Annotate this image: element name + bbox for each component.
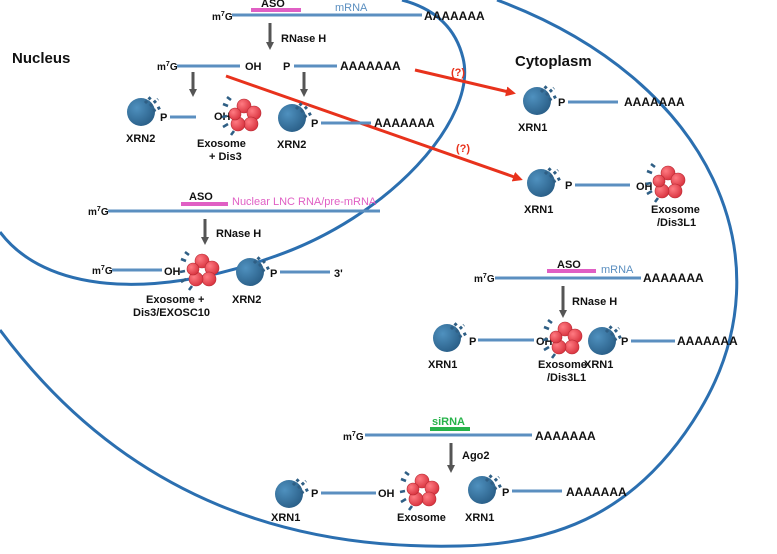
svg-text:P: P bbox=[311, 488, 318, 500]
ago2-label: Ago2 bbox=[462, 450, 490, 462]
nuclear-envelope bbox=[0, 0, 467, 286]
exosome-dis3l1-label-1a: Exosome bbox=[651, 204, 700, 216]
xrn1-sirna-1: P OH bbox=[273, 470, 441, 512]
nuclear-rna-label: Nuclear LNC RNA/pre-mRNA bbox=[232, 196, 377, 208]
svg-text:OH: OH bbox=[536, 336, 553, 348]
aso-label-cyto: ASO bbox=[557, 259, 581, 271]
exosome-exosc10-label-1: Exosome + bbox=[146, 294, 204, 306]
svg-text:P: P bbox=[502, 487, 509, 499]
svg-text:m7G: m7G bbox=[212, 11, 233, 23]
rnase-h-label-nuclear: RNase H bbox=[216, 228, 261, 240]
exosome-dis3l1-label-1b: /Dis3L1 bbox=[657, 217, 696, 229]
poly-a-tail: AAAAAAA bbox=[424, 9, 485, 23]
exosome-dis3l1-1: OH bbox=[636, 162, 687, 204]
exosome-label-sirna: Exosome bbox=[397, 512, 446, 524]
svg-text:m7G: m7G bbox=[474, 273, 495, 285]
exosome-dis3l1-label-2a: Exosome bbox=[538, 359, 587, 371]
xrn1-label-cyto-1: XRN1 bbox=[518, 122, 547, 134]
cyto-mrna-sirna: m7G AAAAAAA siRNA bbox=[343, 416, 596, 443]
aso-label: ASO bbox=[261, 0, 285, 10]
svg-text:AAAAAAA: AAAAAAA bbox=[566, 485, 627, 499]
svg-text:P: P bbox=[160, 112, 167, 124]
svg-text:P: P bbox=[283, 61, 290, 73]
svg-text:P: P bbox=[311, 118, 318, 130]
exosome-exosc10-label-2: Dis3/EXOSC10 bbox=[133, 307, 210, 319]
plasma-membrane bbox=[0, 0, 739, 548]
exosome-dis3-label-2: + Dis3 bbox=[209, 151, 242, 163]
svg-text:AAAAAAA: AAAAAAA bbox=[340, 59, 401, 73]
svg-text:P: P bbox=[565, 180, 572, 192]
svg-text:AAAAAAA: AAAAAAA bbox=[643, 271, 704, 285]
svg-text:OH: OH bbox=[245, 61, 262, 73]
svg-text:P: P bbox=[469, 336, 476, 348]
xrn1-label-cyto-2: XRN1 bbox=[524, 204, 553, 216]
nucleus-title: Nucleus bbox=[12, 50, 70, 67]
unknown-label-1: (?) bbox=[451, 67, 465, 79]
svg-text:AAAAAAA: AAAAAAA bbox=[677, 334, 738, 348]
xrn2-label-2: XRN2 bbox=[277, 139, 306, 151]
svg-text:AAAAAAA: AAAAAAA bbox=[624, 95, 685, 109]
rnase-h-label-top: RNase H bbox=[281, 33, 326, 45]
xrn1-label-cyto-4: XRN1 bbox=[584, 359, 613, 371]
top-mrna: m7G AAAAAAA ASO mRNA bbox=[212, 0, 485, 23]
xrn1-label-sirna-1: XRN1 bbox=[271, 512, 300, 524]
red-arrow-to-cytoplasm-2 bbox=[225, 74, 523, 182]
svg-text:3': 3' bbox=[334, 268, 343, 280]
rnase-h-label-cyto: RNase H bbox=[572, 296, 617, 308]
exosome-dis3: OH bbox=[214, 95, 263, 137]
svg-text:OH: OH bbox=[164, 266, 181, 278]
xrn1-label-cyto-3: XRN1 bbox=[428, 359, 457, 371]
nuclear-lnc-rna: m7G ASO Nuclear LNC RNA/pre-mRNA bbox=[88, 191, 380, 218]
nuclear-five-prime-fragment: m7G OH bbox=[92, 250, 221, 292]
xrn1-label-sirna-2: XRN1 bbox=[465, 512, 494, 524]
svg-text:AAAAAAA: AAAAAAA bbox=[535, 429, 596, 443]
five-prime-fragment: m7G OH bbox=[157, 61, 262, 73]
svg-text:P: P bbox=[558, 97, 565, 109]
xrn1-cyto-2: P bbox=[525, 166, 630, 199]
red-arrow-to-cytoplasm-1 bbox=[414, 68, 516, 97]
unknown-label-2: (?) bbox=[456, 143, 470, 155]
cyto-mrna-aso: m7G AAAAAAA ASO mRNA bbox=[474, 259, 704, 285]
exosome-dis3-label-1: Exosome bbox=[197, 138, 246, 150]
xrn2-enzyme-3: P 3' bbox=[234, 255, 343, 288]
svg-text:m7G: m7G bbox=[343, 431, 364, 443]
mrna-label-cyto: mRNA bbox=[601, 264, 634, 276]
cytoplasm-title: Cytoplasm bbox=[515, 53, 592, 70]
svg-text:P: P bbox=[621, 336, 628, 348]
xrn1-cyto-3: P OH bbox=[431, 318, 584, 360]
xrn2-label-3: XRN2 bbox=[232, 294, 261, 306]
svg-text:AAAAAAA: AAAAAAA bbox=[374, 116, 435, 130]
xrn1-sirna-2: P AAAAAAA bbox=[466, 473, 627, 506]
aso-label-nuclear: ASO bbox=[189, 191, 213, 203]
xrn2-enzyme-2: P AAAAAAA bbox=[276, 101, 435, 134]
three-prime-fragment: P AAAAAAA bbox=[283, 59, 401, 73]
svg-text:m7G: m7G bbox=[88, 206, 109, 218]
xrn1-cyto-4: P AAAAAAA bbox=[586, 324, 738, 357]
svg-text:m7G: m7G bbox=[157, 61, 178, 73]
xrn1-cyto-1: P AAAAAAA bbox=[521, 84, 685, 117]
svg-text:P: P bbox=[270, 268, 277, 280]
xrn2-enzyme-1: P bbox=[125, 95, 196, 128]
svg-text:OH: OH bbox=[378, 488, 395, 500]
exosome-dis3l1-label-2b: /Dis3L1 bbox=[547, 372, 586, 384]
svg-text:m7G: m7G bbox=[92, 265, 113, 277]
xrn2-label-1: XRN2 bbox=[126, 133, 155, 145]
mrna-label: mRNA bbox=[335, 2, 368, 14]
sirna-label: siRNA bbox=[432, 416, 465, 428]
